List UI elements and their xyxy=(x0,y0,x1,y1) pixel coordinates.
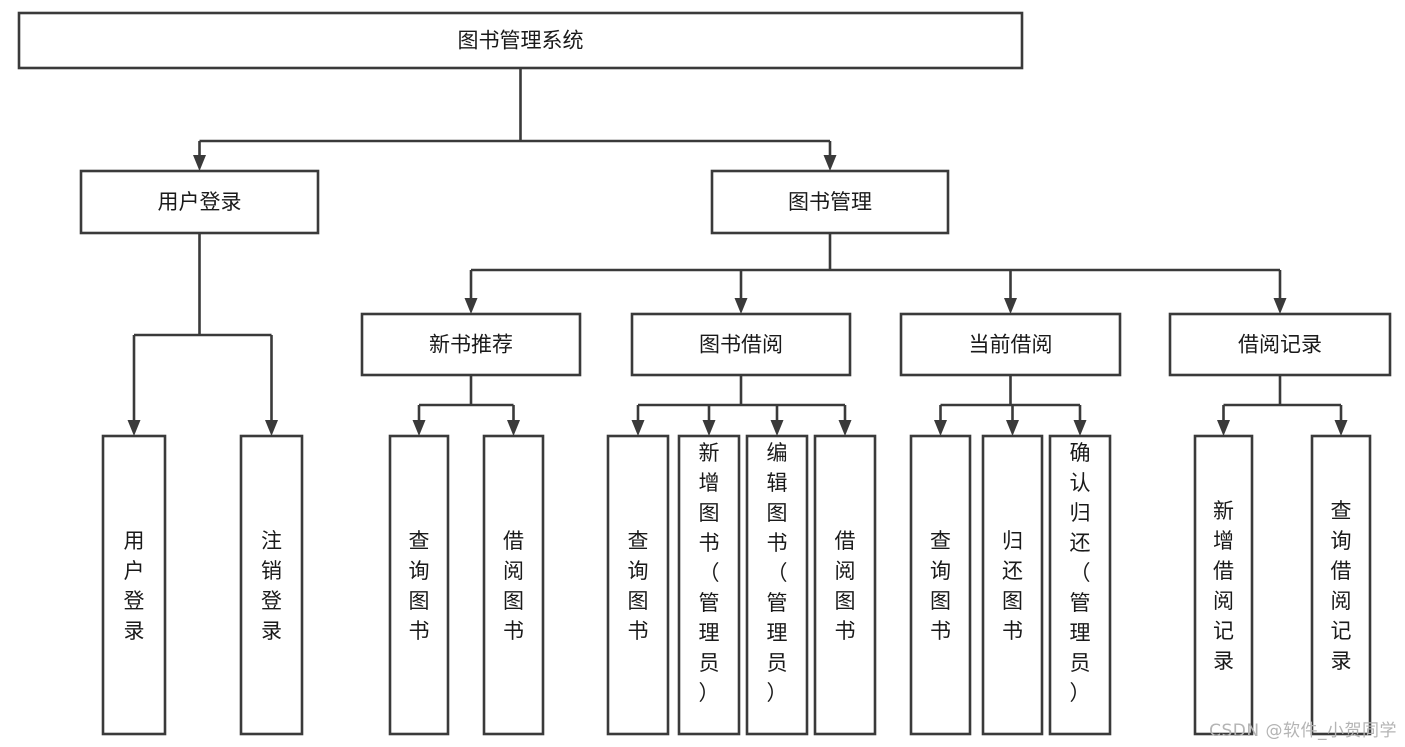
node-leaf8[interactable]: 借阅图书 xyxy=(813,434,877,736)
node-label: 用户登录 xyxy=(158,190,242,214)
node-box xyxy=(630,312,852,377)
node-label: 用户登录 xyxy=(124,529,145,643)
node-box xyxy=(239,434,304,736)
arrow-head-icon xyxy=(127,420,141,436)
node-label: 图书管理 xyxy=(788,190,872,214)
node-box xyxy=(909,434,972,736)
arrow-head-icon xyxy=(193,155,206,171)
node-root[interactable]: 图书管理系统 xyxy=(17,11,1024,70)
node-leaf13[interactable]: 查询借阅记录 xyxy=(1310,434,1372,736)
arrow-head-icon xyxy=(1217,420,1230,436)
arrow-head-icon xyxy=(838,420,852,436)
node-label: 当前借阅 xyxy=(969,333,1053,357)
arrow-head-icon xyxy=(734,298,748,314)
node-borrow[interactable]: 图书借阅 xyxy=(630,312,852,377)
node-label: 新书推荐 xyxy=(429,333,513,357)
node-box xyxy=(1168,312,1392,377)
node-box xyxy=(79,169,320,235)
node-leaf3[interactable]: 查询图书 xyxy=(388,434,450,736)
node-box xyxy=(360,312,582,377)
arrow-head-icon xyxy=(702,420,716,436)
node-leaf7[interactable]: 编辑图书（管理员） xyxy=(745,434,809,736)
connector-conn-root xyxy=(193,68,837,171)
node-current[interactable]: 当前借阅 xyxy=(899,312,1122,377)
node-layer: 图书管理系统用户登录图书管理新书推荐图书借阅当前借阅借阅记录用户登录注销登录查询… xyxy=(17,11,1392,736)
node-box xyxy=(745,434,809,736)
node-box xyxy=(899,312,1122,377)
node-label: 查询图书 xyxy=(930,529,951,643)
node-label: 编辑图书（管理员） xyxy=(767,441,788,705)
connector-conn-newbook xyxy=(412,375,520,436)
node-label: 借阅图书 xyxy=(835,529,856,643)
node-leaf12[interactable]: 新增借阅记录 xyxy=(1193,434,1254,736)
node-leaf9[interactable]: 查询图书 xyxy=(909,434,972,736)
connector-layer xyxy=(127,68,1348,436)
node-box xyxy=(1193,434,1254,736)
node-leaf1[interactable]: 用户登录 xyxy=(101,434,167,736)
node-box xyxy=(482,434,545,736)
connector-conn-borrow xyxy=(631,375,852,436)
node-box xyxy=(1310,434,1372,736)
node-box xyxy=(710,169,950,235)
node-label: 查询图书 xyxy=(409,529,430,643)
watermark-text: CSDN @软件_小贺同学 xyxy=(1209,721,1397,741)
arrow-head-icon xyxy=(1273,298,1287,314)
node-newbook[interactable]: 新书推荐 xyxy=(360,312,582,377)
node-label: 新增图书（管理员） xyxy=(699,441,720,705)
node-leaf4[interactable]: 借阅图书 xyxy=(482,434,545,736)
node-label: 图书借阅 xyxy=(699,333,783,357)
node-box xyxy=(388,434,450,736)
node-leaf10[interactable]: 归还图书 xyxy=(981,434,1044,736)
node-label: 借阅图书 xyxy=(503,529,524,643)
connector-conn-bookmgr xyxy=(464,233,1287,314)
node-label: 查询图书 xyxy=(628,529,649,643)
arrow-head-icon xyxy=(823,155,837,171)
node-record[interactable]: 借阅记录 xyxy=(1168,312,1392,377)
arrow-head-icon xyxy=(464,298,478,314)
node-box xyxy=(813,434,877,736)
node-leaf5[interactable]: 查询图书 xyxy=(606,434,670,736)
node-label: 确认归还（管理员） xyxy=(1070,441,1091,705)
node-bookmgr[interactable]: 图书管理 xyxy=(710,169,950,235)
node-box xyxy=(606,434,670,736)
connector-conn-record xyxy=(1217,375,1348,436)
node-label: 新增借阅记录 xyxy=(1213,499,1234,673)
node-label: 归还图书 xyxy=(1002,529,1023,643)
arrow-head-icon xyxy=(770,420,784,436)
node-box xyxy=(677,434,741,736)
node-leaf11[interactable]: 确认归还（管理员） xyxy=(1048,434,1112,736)
node-box xyxy=(1048,434,1112,736)
node-label: 图书管理系统 xyxy=(458,29,584,53)
arrow-head-icon xyxy=(1334,420,1348,436)
arrow-head-icon xyxy=(934,420,947,436)
node-box xyxy=(101,434,167,736)
node-label: 查询借阅记录 xyxy=(1331,499,1352,673)
node-box xyxy=(17,11,1024,70)
arrow-head-icon xyxy=(1006,420,1019,436)
arrow-head-icon xyxy=(507,420,520,436)
connector-conn-login xyxy=(127,233,278,436)
arrow-head-icon xyxy=(1073,420,1087,436)
node-leaf2[interactable]: 注销登录 xyxy=(239,434,304,736)
node-login[interactable]: 用户登录 xyxy=(79,169,320,235)
arrow-head-icon xyxy=(265,420,278,436)
arrow-head-icon xyxy=(631,420,645,436)
node-label: 借阅记录 xyxy=(1238,333,1322,357)
node-label: 注销登录 xyxy=(261,529,282,643)
arrow-head-icon xyxy=(412,420,426,436)
node-leaf6[interactable]: 新增图书（管理员） xyxy=(677,434,741,736)
node-box xyxy=(981,434,1044,736)
arrow-head-icon xyxy=(1004,298,1017,314)
connector-conn-current xyxy=(934,375,1087,436)
